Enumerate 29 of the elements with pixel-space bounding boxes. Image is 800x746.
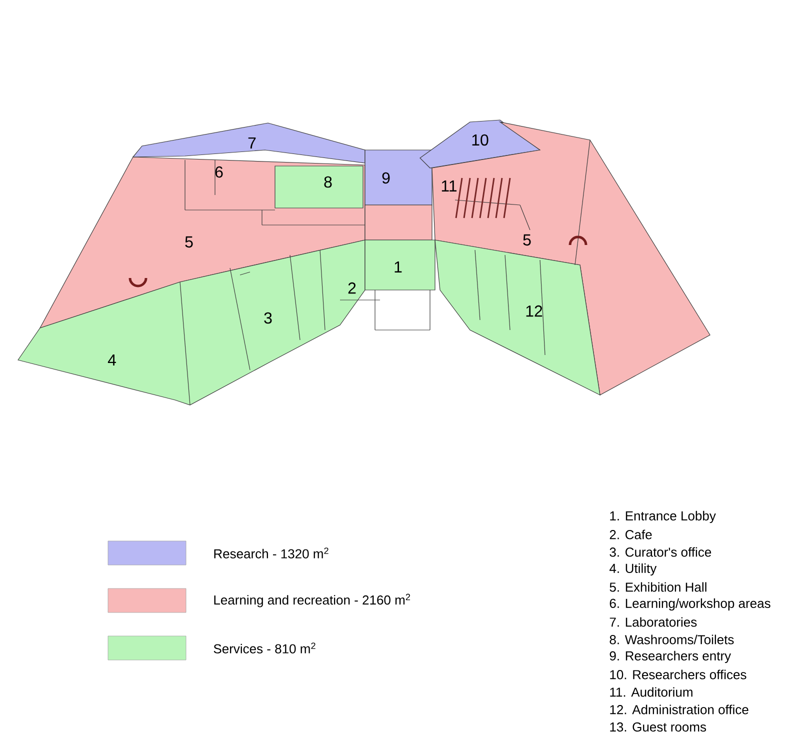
callout-number: 5 bbox=[185, 236, 193, 248]
callout-number: 11 bbox=[442, 180, 457, 192]
room-list-item: 2. Cafe bbox=[610, 530, 652, 540]
legend-label: Research - 1320 m$^{2}$ bbox=[214, 548, 328, 558]
callout-number: 8 bbox=[324, 176, 332, 188]
legend-label: Services - 810 m$^{2}$ bbox=[214, 642, 316, 654]
room-list-item: 7. Laboratories bbox=[610, 617, 697, 627]
callout-number: 12 bbox=[526, 305, 542, 317]
room-list-item: 11. Auditorium bbox=[610, 687, 692, 697]
room-list-item: 1. Entrance Lobby bbox=[610, 510, 716, 524]
callout-number: 7 bbox=[248, 138, 256, 148]
room-list-item: 8. Washrooms/Toilets bbox=[610, 634, 734, 644]
callout-number: 9 bbox=[382, 172, 390, 184]
callout-number: 5 bbox=[523, 234, 531, 246]
room-list-item: 9. Researchers entry bbox=[610, 650, 732, 664]
callout-number: 6 bbox=[215, 166, 223, 178]
room-list-item: 5. Exhibition Hall bbox=[610, 582, 706, 592]
room-list-item: 12. Administration office bbox=[610, 704, 748, 714]
callout-number: 10 bbox=[472, 134, 488, 146]
callout-number: 3 bbox=[264, 312, 272, 324]
legend-label: Learning and recreation - 2160 m$^{2}$ bbox=[214, 594, 410, 608]
room-list-item: 13. Guest rooms bbox=[610, 722, 706, 732]
room-list-item: 3. Curator's office bbox=[610, 547, 712, 557]
room-list-item: 6. Learning/workshop areas bbox=[610, 598, 770, 611]
callout-number: 2 bbox=[348, 282, 356, 294]
callout-number: 1 bbox=[394, 262, 402, 272]
room-list-item: 10. Researchers offices bbox=[610, 670, 746, 680]
callout-number: 4 bbox=[108, 354, 116, 366]
room-list-item: 4. Utility bbox=[610, 563, 657, 576]
